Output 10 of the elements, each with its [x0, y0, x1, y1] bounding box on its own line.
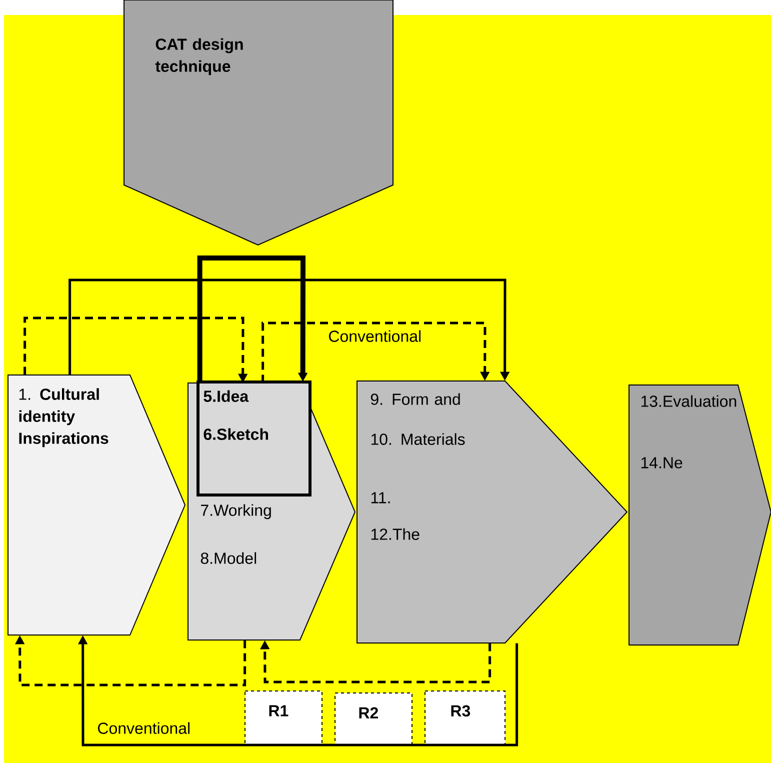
- inner-box: 5.Idea 6.Sketch: [196, 380, 312, 496]
- dashed-box: R3: [424, 690, 506, 746]
- chevron-box: 13.Evaluation 14.Ne: [628, 384, 771, 646]
- chevron-box: 1. Cultural identity Inspirations: [8, 374, 186, 636]
- dashed-box: R2: [334, 692, 412, 746]
- arrow: [197, 256, 308, 382]
- line-label: Conventional: [329, 330, 420, 342]
- line-label: Conventional: [98, 722, 190, 734]
- arrow: [262, 322, 490, 383]
- dashed-box: R1: [244, 690, 322, 746]
